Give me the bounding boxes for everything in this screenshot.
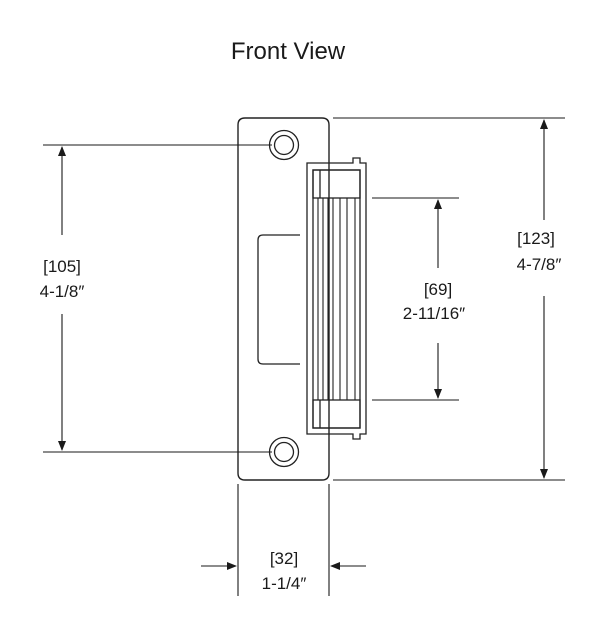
keeper-opening-imperial: 2-11/16″ xyxy=(403,304,465,323)
faceplate-lip-recess xyxy=(257,234,300,365)
strike-body xyxy=(306,157,367,440)
keeper-opening-metric: [69] xyxy=(424,280,452,299)
keeper-ridges xyxy=(317,198,356,400)
mounting-hole-bottom xyxy=(268,436,300,468)
hole-spacing-imperial: 4-1/8″ xyxy=(40,282,85,301)
mounting-hole-top xyxy=(268,129,300,161)
drawing-title: Front View xyxy=(231,38,346,65)
faceplate-width-imperial: 1-1/4″ xyxy=(262,574,307,593)
faceplate-width-metric: [32] xyxy=(270,549,298,568)
dim-hole-spacing xyxy=(43,144,272,453)
dim-keeper-opening xyxy=(372,197,459,401)
dim-overall-height xyxy=(333,117,565,481)
faceplate xyxy=(237,117,330,481)
hole-spacing-metric: [105] xyxy=(43,257,81,276)
overall-height-metric: [123] xyxy=(517,229,555,248)
overall-height-imperial: 4-7/8″ xyxy=(517,255,562,274)
dim-faceplate-width xyxy=(201,484,366,596)
